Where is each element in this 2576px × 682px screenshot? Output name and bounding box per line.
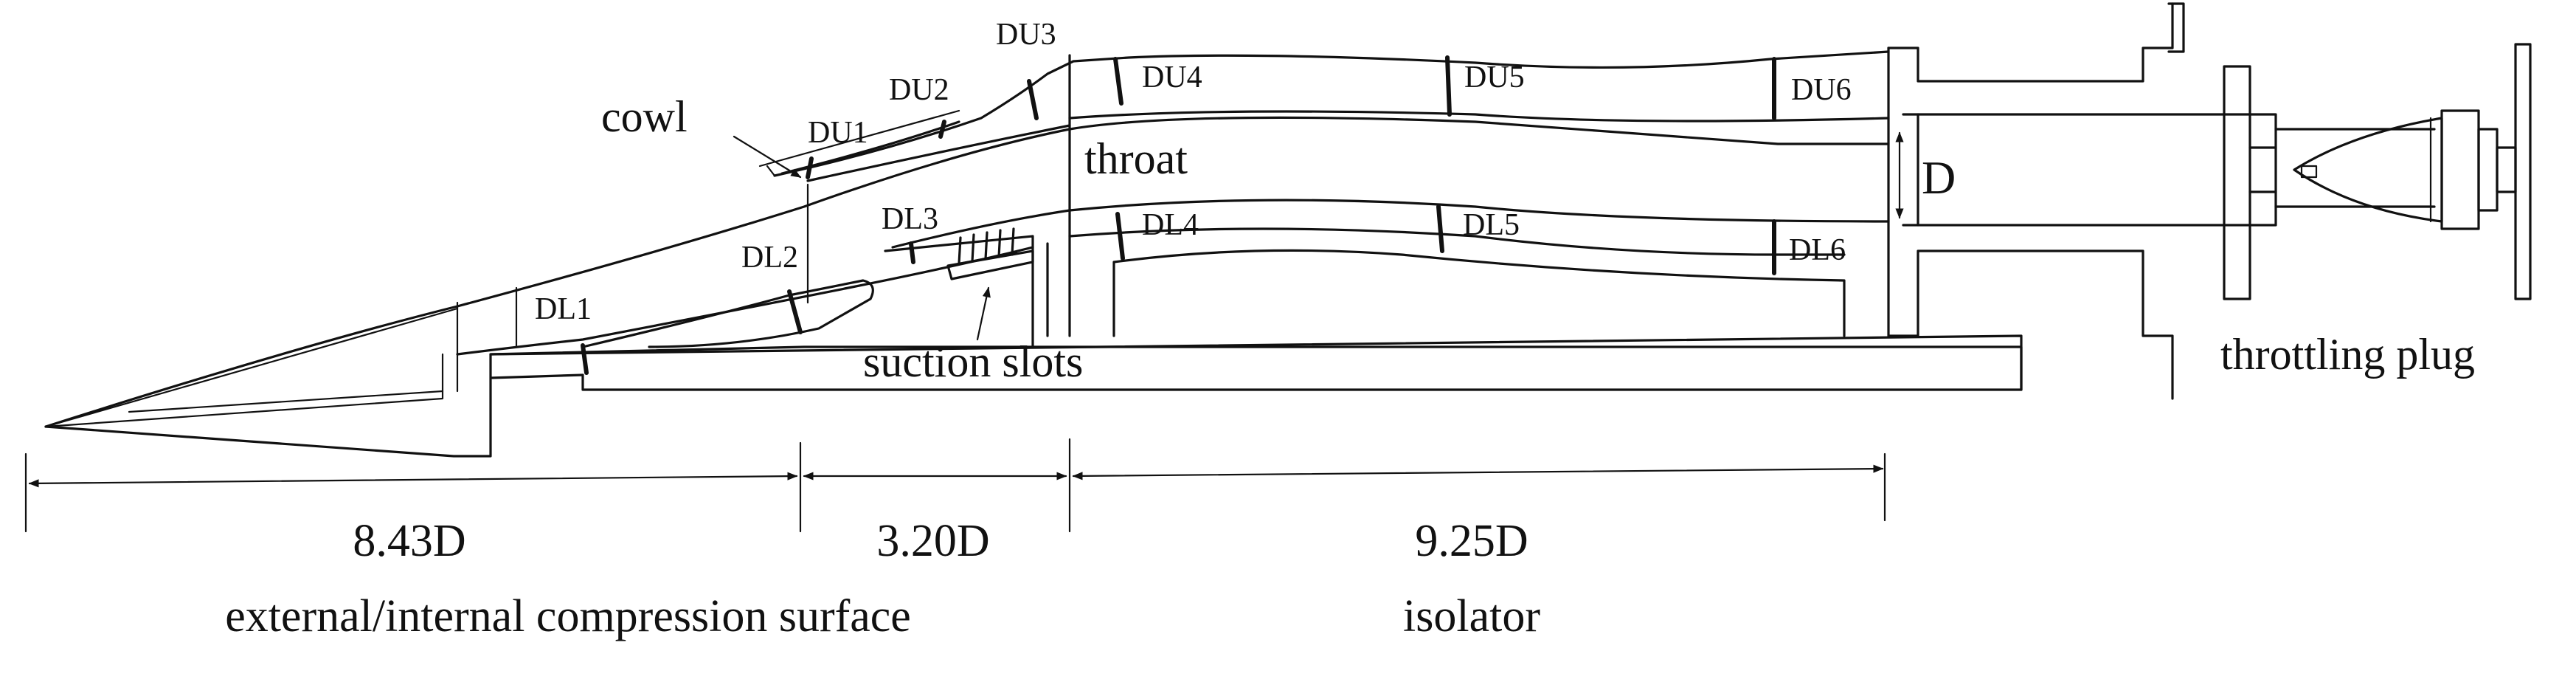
upper-station-markers (806, 55, 1776, 179)
throttling-plug-label: throttling plug (2220, 330, 2475, 379)
lower-station-markers (581, 204, 1776, 375)
station-label-du3: DU3 (996, 18, 1056, 52)
dl-marker-5 (1436, 204, 1444, 253)
dimension-caption-1: external/internal compression surface (225, 591, 911, 641)
dl-marker-2 (787, 289, 803, 334)
station-label-dl4: DL4 (1142, 208, 1199, 242)
station-label-dl3: DL3 (882, 202, 938, 236)
station-label-du5: DU5 (1464, 61, 1525, 94)
station-label-dl1: DL1 (535, 292, 592, 326)
station-label-du6: DU6 (1791, 73, 1852, 107)
dimension-value-1: 8.43D (353, 516, 465, 566)
compression-ramp (44, 116, 2023, 458)
suction-slots-label: suction slots (863, 337, 1083, 386)
throat-label: throat (1084, 134, 1188, 183)
du-marker-2 (938, 120, 946, 139)
suction-slots-leader (976, 286, 991, 341)
station-label-du2: DU2 (889, 73, 949, 107)
dim-arrow-1 (28, 472, 798, 488)
station-label-dl6: DL6 (1789, 233, 1846, 267)
du-marker-3 (1027, 79, 1039, 120)
station-label-dl5: DL5 (1463, 208, 1520, 242)
du-marker-4 (1113, 57, 1123, 106)
dl-marker-4 (1115, 212, 1125, 261)
cowl (758, 50, 1890, 177)
dim-arrow-3 (1072, 464, 1884, 480)
dimension-caption-3: isolator (1403, 591, 1540, 641)
duct-lower-wall (891, 199, 1890, 337)
dimension-value-3: 9.25D (1415, 516, 1528, 566)
cowl-leader (733, 135, 802, 179)
station-label-dl2: DL2 (741, 241, 798, 275)
exit-chamber (1887, 2, 2277, 400)
du-marker-5 (1445, 55, 1452, 117)
throttling-plug-assembly (2274, 43, 2532, 300)
dimension-value-2: 3.20D (876, 516, 989, 566)
cowl-label: cowl (601, 92, 688, 141)
station-label-du4: DU4 (1142, 61, 1202, 94)
dl-marker-3 (909, 241, 915, 264)
D-label: D (1922, 151, 1956, 204)
dl-marker-1 (581, 343, 589, 375)
duct-upper-wall (806, 110, 1890, 182)
suction-slots-block (946, 227, 1034, 341)
dimension-lines (24, 438, 1886, 533)
du-marker-1 (806, 156, 814, 179)
station-label-du1: DU1 (808, 116, 868, 150)
